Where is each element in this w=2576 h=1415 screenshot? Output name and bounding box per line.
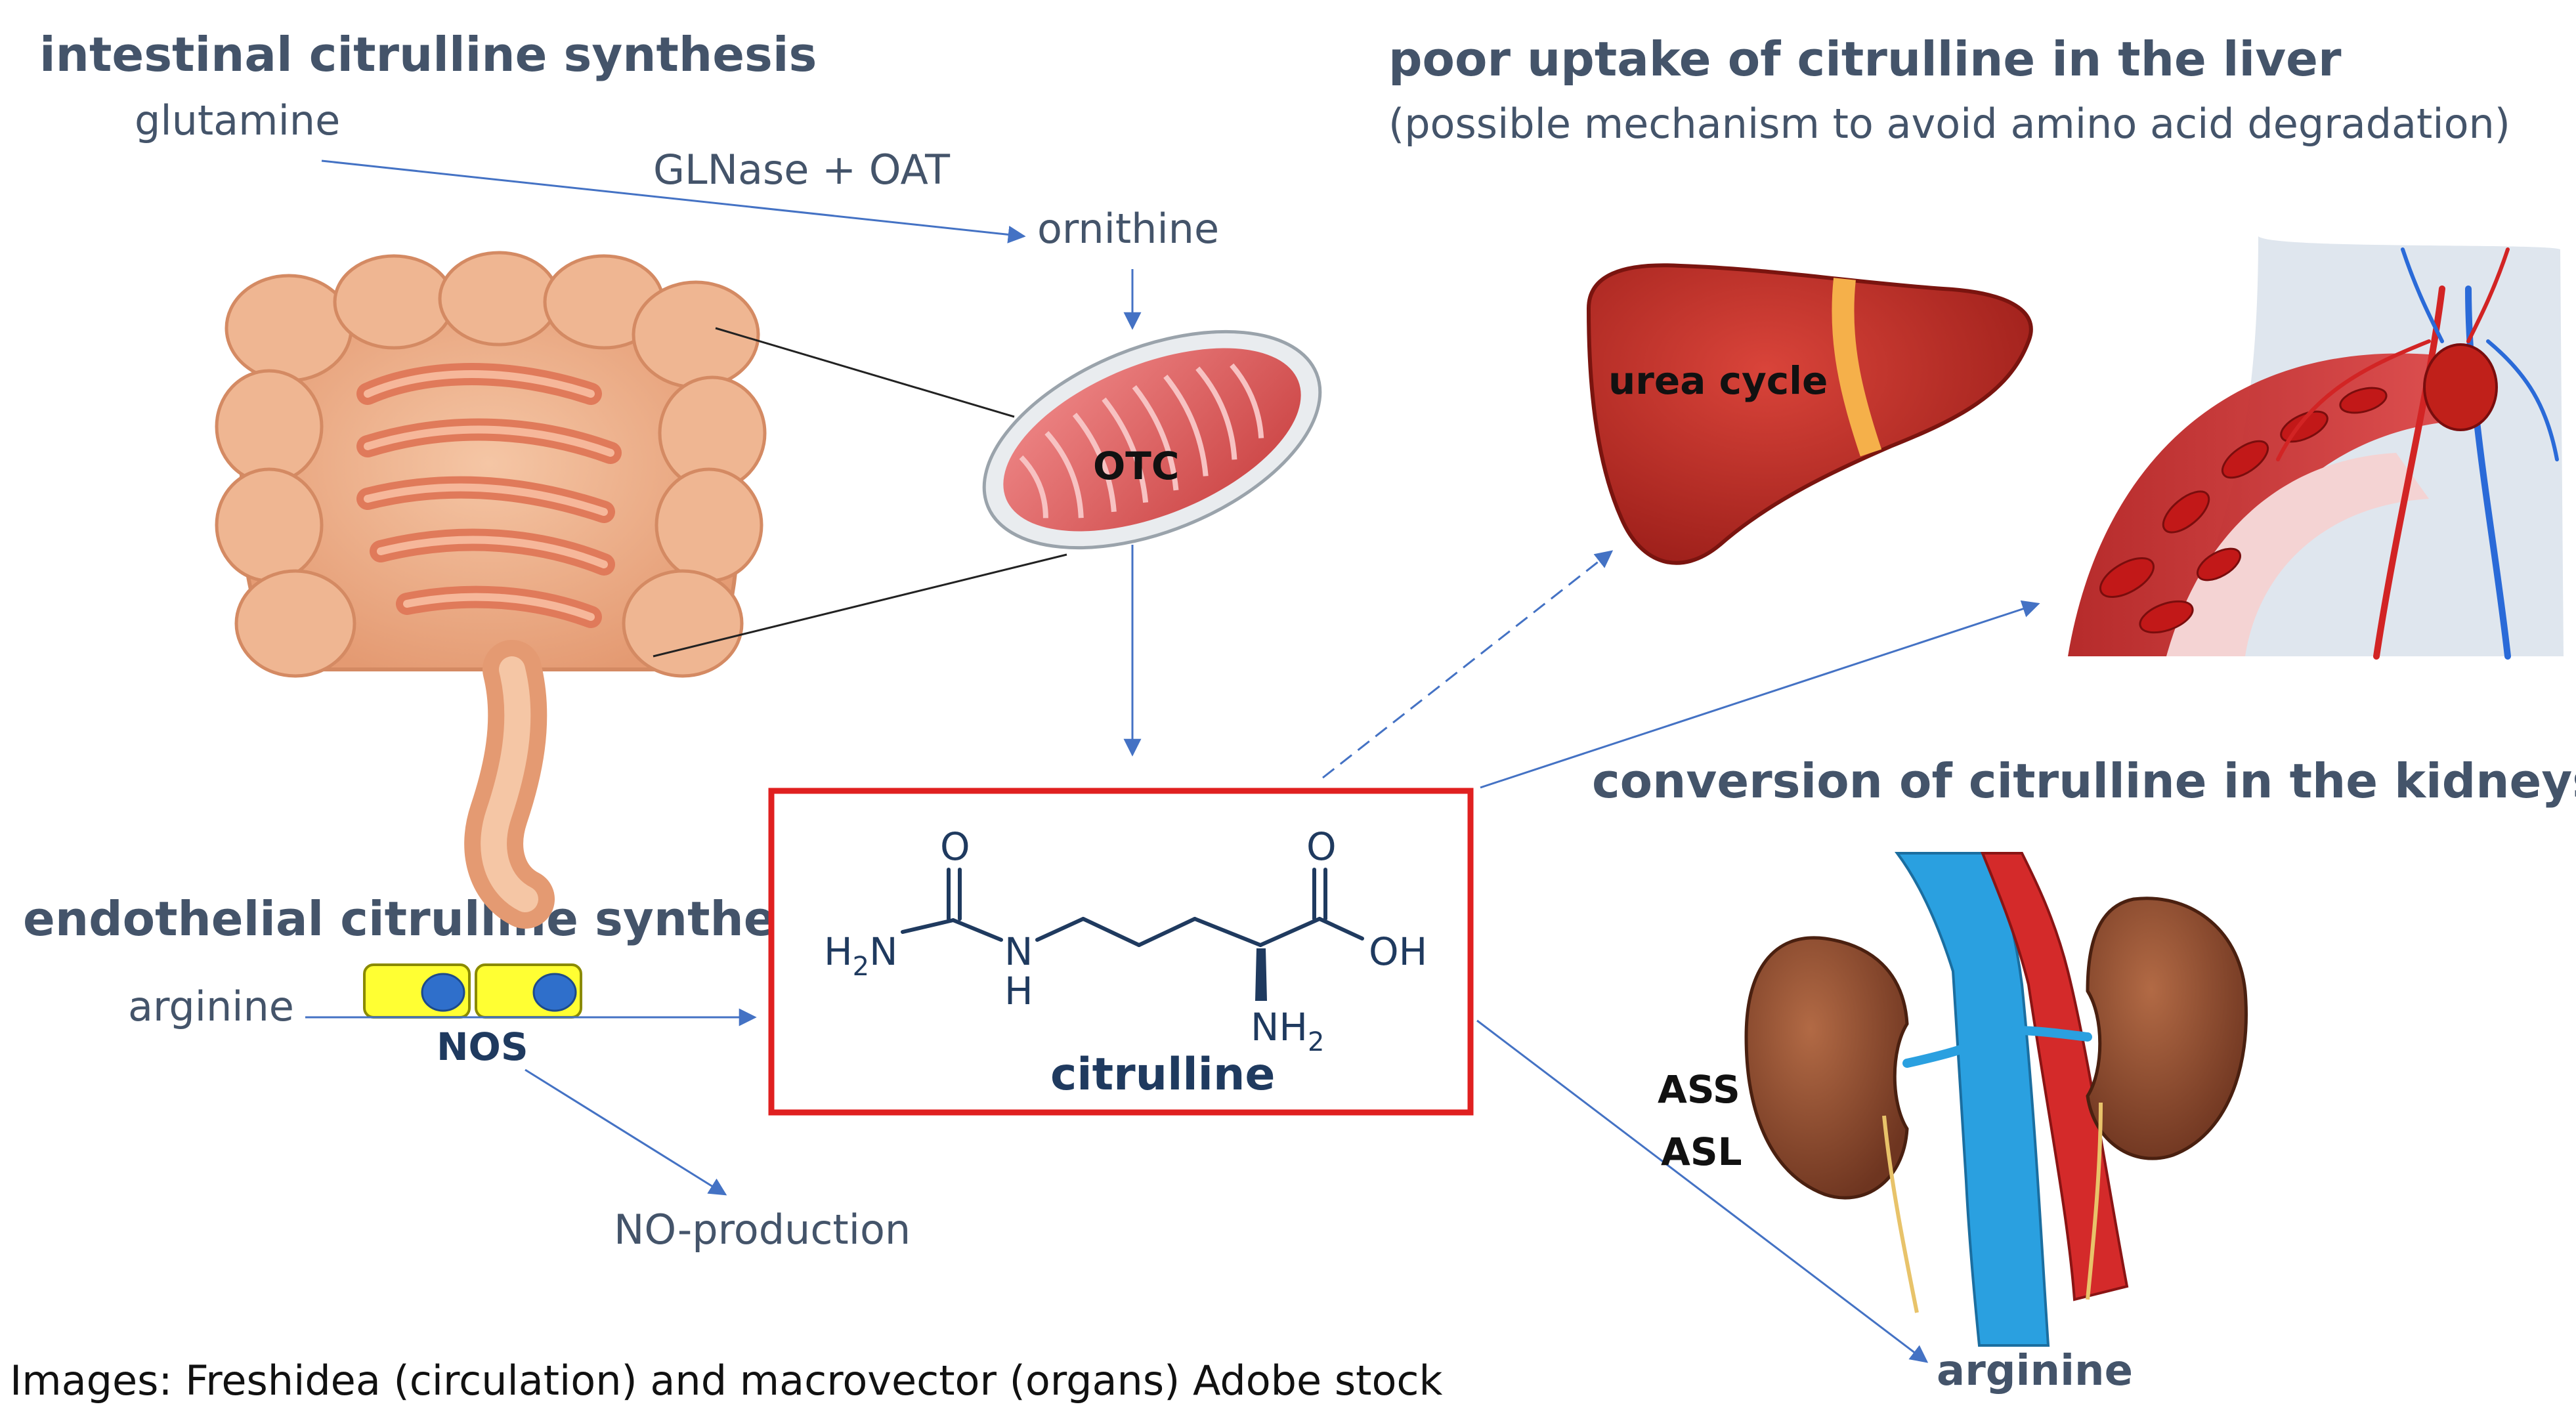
group-h2n: H2N	[824, 929, 897, 982]
label-asl: ASL	[1661, 1130, 1742, 1174]
label-otc: OTC	[1093, 444, 1179, 488]
label-no-production: NO-production	[614, 1206, 911, 1254]
label-nos: NOS	[437, 1024, 528, 1069]
heading-endothelial-synthesis: endothelial citrulline synthesis	[23, 891, 848, 946]
heading-liver-uptake: poor uptake of citrulline in the liver	[1388, 32, 2342, 87]
heading-intestinal-synthesis: intestinal citrulline synthesis	[39, 27, 817, 82]
molecule-name: citrulline	[1050, 1049, 1276, 1101]
arrow-nos-to-no	[525, 1068, 727, 1196]
heading-kidney-conversion: conversion of citrulline in the kidneys	[1592, 753, 2576, 809]
arrow-citrulline-to-kidney	[1476, 1019, 1929, 1363]
arrow-glutamine-to-ornithine	[321, 159, 1026, 243]
atom-o-left: O	[940, 824, 970, 869]
label-arginine-output: arginine	[1937, 1347, 2133, 1395]
connector-line-lower	[653, 553, 1067, 658]
atom-n-amide: N	[1004, 929, 1033, 974]
group-oh: OH	[1369, 929, 1427, 974]
label-glnase-oat: GLNase + OAT	[653, 146, 951, 194]
label-ass: ASS	[1658, 1067, 1740, 1112]
atom-o-right: O	[1306, 824, 1337, 869]
label-ornithine: ornithine	[1037, 205, 1219, 253]
arrow-citrulline-to-circulation	[1480, 600, 2040, 789]
label-urea-cycle: urea cycle	[1608, 358, 1828, 403]
group-nh2: NH2	[1251, 1005, 1324, 1057]
heading-liver-subtitle: (possible mechanism to avoid amino acid …	[1388, 100, 2510, 148]
wedge-bond	[1255, 948, 1267, 1001]
atom-h-amide: H	[1004, 969, 1033, 1013]
image-credit: Images: Freshidea (circulation) and macr…	[10, 1357, 1442, 1404]
label-arginine-input: arginine	[128, 982, 294, 1030]
citrulline-structure	[901, 868, 1364, 947]
liver-illustration	[1586, 263, 2033, 565]
citrulline-highlight-box	[768, 788, 1474, 1116]
arrow-citrulline-to-liver	[1322, 550, 1614, 779]
mitochondrion-illustration	[982, 329, 1322, 550]
connector-line-upper	[715, 327, 1015, 418]
circulation-illustration	[2068, 236, 2564, 660]
intestine-illustration	[215, 251, 767, 929]
endothelial-cells-illustration	[363, 963, 582, 1019]
label-glutamine: glutamine	[135, 96, 340, 144]
kidneys-illustration	[1744, 852, 2248, 1347]
